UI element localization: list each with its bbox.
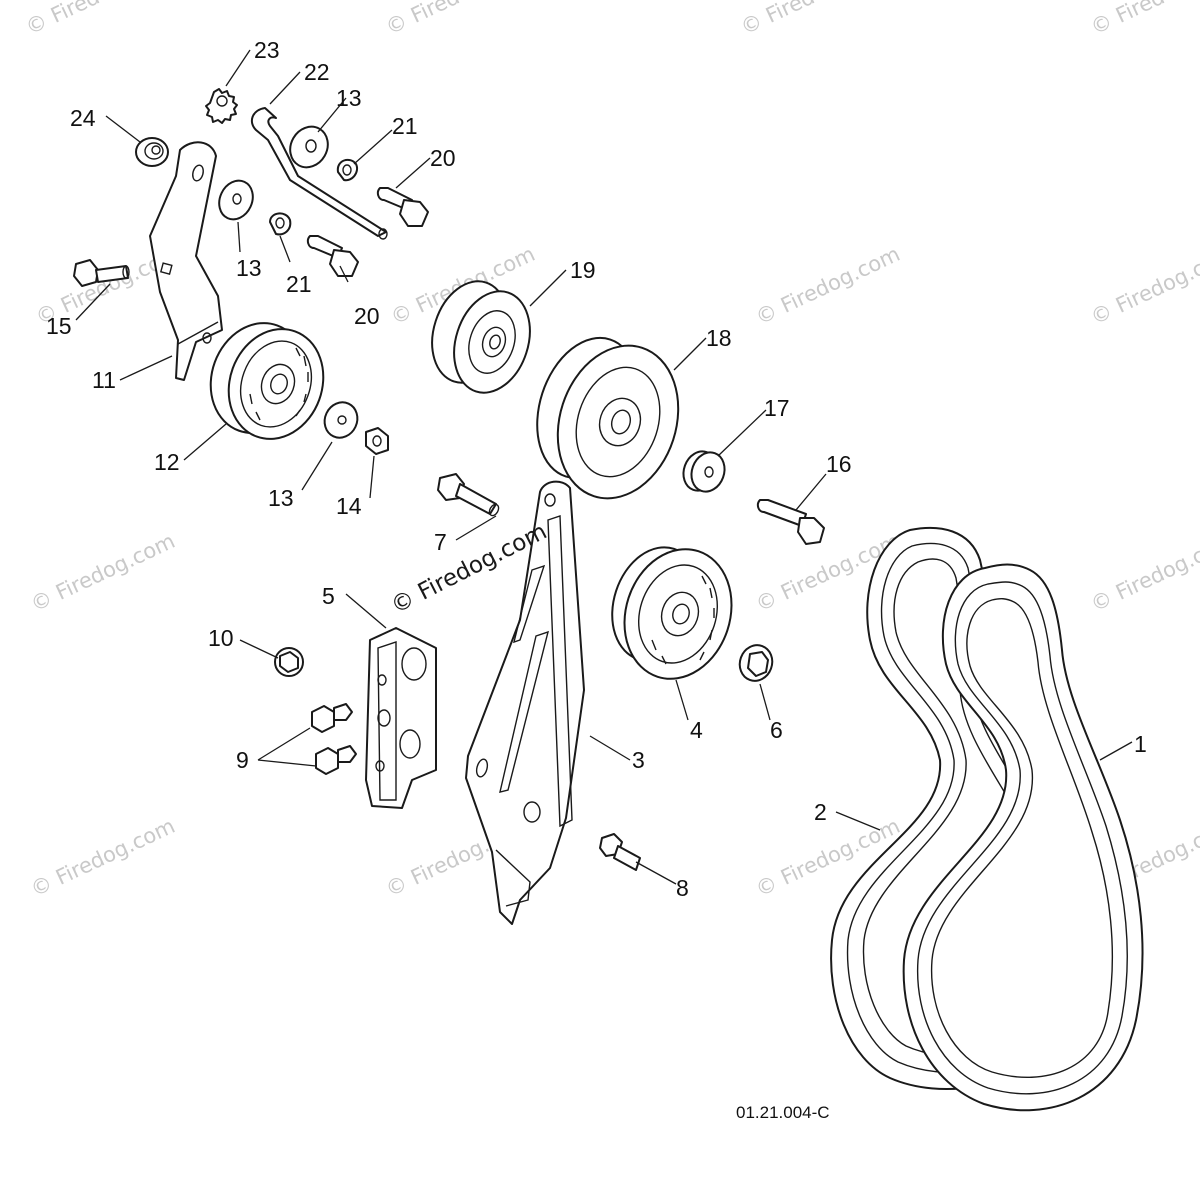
part-24-bushing[interactable]	[135, 137, 169, 167]
watermark: © Firedog.com	[27, 814, 179, 902]
callout-13-middle: 13	[236, 255, 262, 281]
callout-20-lower: 20	[354, 303, 380, 329]
part-11-idler-bracket[interactable]	[149, 141, 223, 381]
watermark: © Firedog.com	[1087, 529, 1200, 617]
part-23-star-washer[interactable]	[205, 88, 238, 124]
part-16-bolt[interactable]	[756, 499, 825, 545]
watermark: © Firedog.com	[737, 0, 889, 40]
callout-13-upper: 13	[336, 85, 362, 111]
watermark: © Firedog.com	[382, 0, 534, 40]
leader-lines	[75, 49, 1133, 885]
callout-22: 22	[304, 59, 330, 85]
part-19-pulley[interactable]	[420, 271, 543, 402]
watermark: © Firedog.com	[27, 529, 179, 617]
callout-4: 4	[690, 717, 703, 743]
callout-23: 23	[254, 37, 280, 63]
callout-labels: 1 2 3 4 5 6 7 8 9 10 11 12 13 13 13 14 1…	[46, 37, 1147, 901]
callout-21-upper: 21	[392, 113, 418, 139]
part-9-screws[interactable]	[311, 703, 357, 775]
part-12-idler-pulley[interactable]	[196, 310, 339, 453]
callout-6: 6	[770, 717, 783, 743]
part-13-washer-middle[interactable]	[213, 175, 259, 225]
callout-19: 19	[570, 257, 596, 283]
callout-3: 3	[632, 747, 645, 773]
callout-14: 14	[336, 493, 362, 519]
part-8-bolt[interactable]	[599, 833, 641, 871]
part-13-washer-lower[interactable]	[319, 397, 363, 443]
part-6-flange-nut[interactable]	[735, 641, 777, 686]
watermark: © Firedog.com	[1087, 242, 1200, 330]
callout-8: 8	[676, 875, 689, 901]
callout-16: 16	[826, 451, 852, 477]
part-21-lock-washer-upper[interactable]	[336, 158, 358, 182]
callout-24: 24	[70, 105, 96, 131]
part-7-bolt[interactable]	[437, 473, 500, 517]
callout-10: 10	[208, 625, 234, 651]
callout-5: 5	[322, 583, 335, 609]
part-22-idler-rod[interactable]	[250, 107, 388, 240]
callout-13-lower: 13	[268, 485, 294, 511]
watermark: © Firedog.com	[1087, 0, 1200, 40]
callout-7: 7	[434, 529, 447, 555]
part-13-washer-upper[interactable]	[283, 120, 335, 174]
part-3-bracket-arm[interactable]	[465, 480, 585, 925]
callout-17: 17	[764, 395, 790, 421]
part-18-pulley[interactable]	[520, 325, 697, 514]
callout-15: 15	[46, 313, 72, 339]
watermark: © Firedog.com	[752, 242, 904, 330]
callout-20-upper: 20	[430, 145, 456, 171]
part-5-plate[interactable]	[365, 627, 437, 809]
part-20-bolt-middle[interactable]	[306, 235, 359, 277]
part-17-spacer[interactable]	[678, 447, 730, 497]
callout-18: 18	[706, 325, 732, 351]
part-1-belt[interactable]	[902, 563, 1144, 1112]
part-14-hex-nut[interactable]	[365, 427, 389, 455]
watermark: © Firedog.com	[22, 0, 174, 40]
part-4-idler-pulley[interactable]	[598, 535, 748, 693]
callout-21-lower: 21	[286, 271, 312, 297]
callout-2: 2	[814, 799, 827, 825]
part-21-lock-washer-middle[interactable]	[269, 212, 292, 236]
part-15-shoulder-bolt[interactable]	[73, 259, 130, 287]
callout-12: 12	[154, 449, 180, 475]
callout-11: 11	[92, 367, 116, 393]
part-10-nut[interactable]	[274, 647, 304, 677]
callout-9: 9	[236, 747, 249, 773]
drawing-code: 01.21.004-C	[736, 1103, 830, 1122]
callout-1: 1	[1134, 731, 1147, 757]
part-20-bolt-upper[interactable]	[376, 187, 429, 227]
